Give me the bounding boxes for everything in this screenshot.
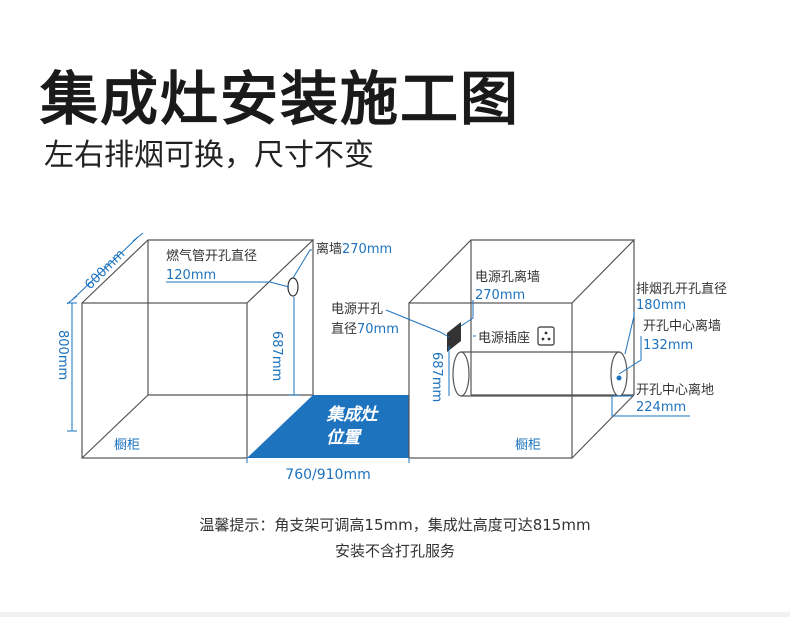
left-cabinet — [81, 239, 315, 459]
page-subtitle: 左右排烟可换，尺寸不变 — [44, 138, 374, 173]
footer-divider — [0, 612, 790, 617]
socket-label: 电源插座 — [478, 331, 530, 346]
hole-center-ground-label-1: 开孔中心离地 — [636, 382, 714, 398]
inner-height-right-label: 687mm — [429, 352, 444, 402]
socket-icon — [537, 326, 555, 346]
inner-height-left-label: 687mm — [269, 331, 284, 381]
power-hole-wall-label-2: 270mm — [475, 288, 525, 303]
gas-pipe-hole — [287, 277, 299, 297]
gas-hole-label-2: 120mm — [166, 268, 216, 283]
hole-center-wall-label-2: 132mm — [643, 338, 693, 353]
power-hole-label-2: 直径70mm — [331, 322, 399, 337]
power-hole-label-1: 电源开孔 — [331, 302, 383, 317]
stove-position-label-2: 位置 — [326, 428, 363, 448]
service-note: 安装不含打孔服务 — [334, 542, 455, 560]
wall-distance-label: 离墙270mm — [316, 241, 392, 257]
power-hole-wall-label-1: 电源孔离墙 — [475, 269, 540, 285]
page-title: 集成灶安装施工图 — [40, 65, 521, 133]
stove-position-label-1: 集成灶 — [326, 405, 380, 425]
gas-hole-label-1: 燃气管开孔直径 — [166, 248, 257, 264]
exhaust-hole-label-1: 排烟孔开孔直径 — [636, 282, 727, 297]
dimension-lines — [66, 232, 690, 463]
stove-position-area — [247, 395, 409, 458]
exhaust-pipe — [452, 351, 628, 397]
width-dimension-label: 760/910mm — [285, 467, 370, 483]
cabinet-right-label: 橱柜 — [515, 438, 541, 453]
depth-left-label: 600mm — [82, 247, 128, 293]
height-left-label: 800mm — [55, 330, 70, 380]
tip-note: 温馨提示：角支架可调高15mm，集成灶高度可达815mm — [199, 516, 591, 534]
exhaust-hole-center — [616, 375, 622, 381]
cabinet-left-label: 橱柜 — [114, 438, 140, 453]
power-hole — [447, 322, 461, 352]
exhaust-hole-label-2: 180mm — [636, 298, 686, 313]
hole-center-wall-label-1: 开孔中心离墙 — [643, 318, 721, 334]
hole-center-ground-label-2: 224mm — [636, 400, 686, 415]
